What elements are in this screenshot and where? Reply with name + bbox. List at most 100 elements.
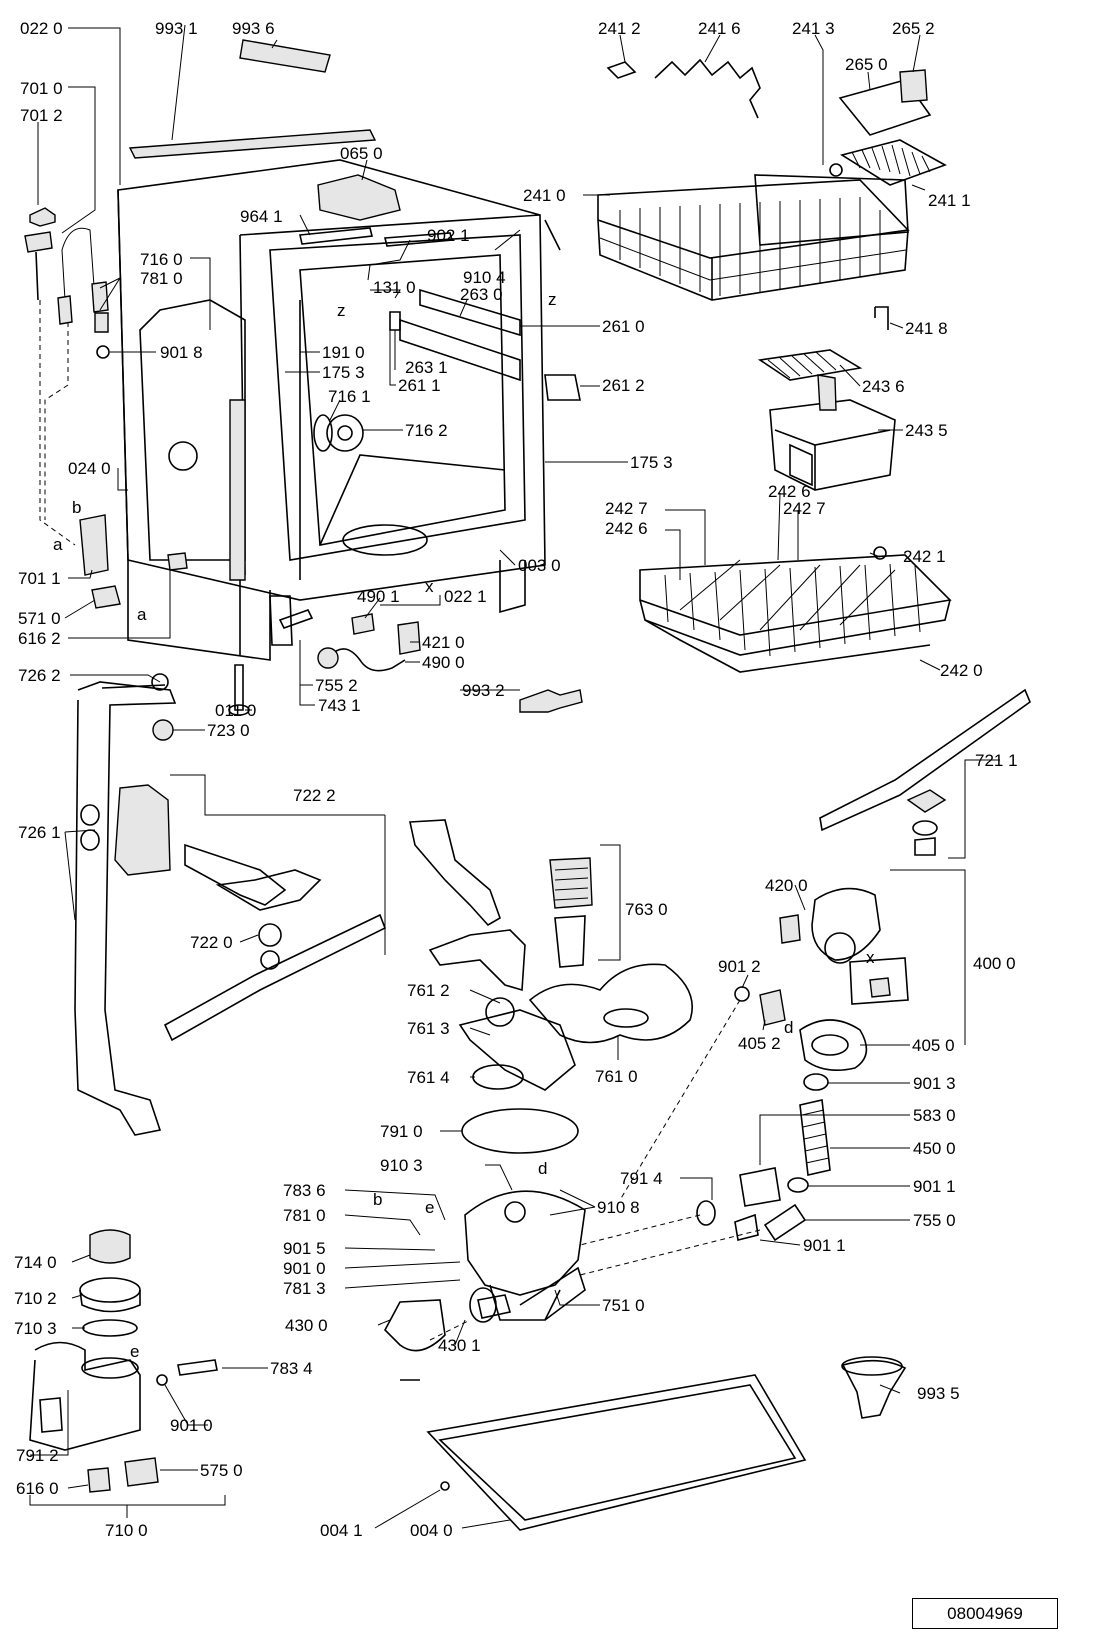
part-label: 901 3 <box>913 1074 956 1093</box>
part-label: 751 0 <box>602 1296 645 1315</box>
part-label: 755 2 <box>315 676 358 695</box>
part-label: 701 2 <box>20 106 63 125</box>
part-label: 241 2 <box>598 19 641 38</box>
part-label: 721 1 <box>975 751 1018 770</box>
part-label: 901 0 <box>283 1259 326 1278</box>
part-label: 993 5 <box>917 1384 960 1403</box>
part-label: 901 8 <box>160 343 203 362</box>
part-label: 022 0 <box>20 19 63 38</box>
part-label: 716 0 <box>140 250 183 269</box>
part-label: 755 0 <box>913 1211 956 1230</box>
cutlery-basket-drawing <box>757 349 896 491</box>
part-label: 241 6 <box>698 19 741 38</box>
part-label: 265 0 <box>845 55 888 74</box>
upper-basket-drawing <box>597 174 910 301</box>
part-label: 421 0 <box>422 633 465 652</box>
drawing-code-box: 08004969 <box>912 1598 1058 1629</box>
marker-e: e <box>130 1342 139 1361</box>
part-label: 901 5 <box>283 1239 326 1258</box>
part-label: 710 0 <box>105 1521 148 1540</box>
part-label: 575 0 <box>200 1461 243 1480</box>
part-label: 241 3 <box>792 19 835 38</box>
cabinet-tub-drawing <box>117 159 561 661</box>
part-label: 901 2 <box>718 957 761 976</box>
part-label: 902 1 <box>427 226 470 245</box>
part-label: 242 7 <box>783 499 826 518</box>
part-label: 263 1 <box>405 358 448 377</box>
marker-d: d <box>538 1159 547 1178</box>
part-label: 781 0 <box>283 1206 326 1225</box>
part-label: 761 2 <box>407 981 450 1000</box>
part-label: 243 6 <box>862 377 905 396</box>
part-label: 242 6 <box>605 519 648 538</box>
part-label: 265 2 <box>892 19 935 38</box>
marker-d: d <box>784 1018 793 1037</box>
part-label: 131 0 <box>373 278 416 297</box>
marker-b: b <box>72 498 81 517</box>
part-label: 420 0 <box>765 876 808 895</box>
part-label: 726 1 <box>18 823 61 842</box>
part-label: 616 2 <box>18 629 61 648</box>
part-label: 701 0 <box>20 79 63 98</box>
marker-a: a <box>137 605 147 624</box>
part-label: 783 6 <box>283 1181 326 1200</box>
part-label: 175 3 <box>630 453 673 472</box>
base-hardware-drawing <box>269 595 583 713</box>
leader-lines <box>29 24 1000 1529</box>
part-label: 490 1 <box>357 587 400 606</box>
part-label: 242 0 <box>940 661 983 680</box>
marker-b: b <box>373 1190 382 1209</box>
base-plate-drawing <box>426 1356 907 1531</box>
part-label: 743 1 <box>318 696 361 715</box>
part-label: 716 2 <box>405 421 448 440</box>
part-label: 261 0 <box>602 317 645 336</box>
part-label: 761 3 <box>407 1019 450 1038</box>
part-label: 910 3 <box>380 1156 423 1175</box>
part-label: 723 0 <box>207 721 250 740</box>
part-label: 175 3 <box>322 363 365 382</box>
part-label: 901 0 <box>170 1416 213 1435</box>
sump-filter-drawing <box>409 819 694 1321</box>
part-label: 761 0 <box>595 1067 638 1086</box>
part-label: 004 0 <box>410 1521 453 1540</box>
part-label: 781 0 <box>140 269 183 288</box>
marker-a: a <box>53 535 63 554</box>
salt-container-drawing <box>29 1229 497 1493</box>
marker-x: x <box>866 948 875 967</box>
part-label: 761 4 <box>407 1068 450 1087</box>
part-label: 993 1 <box>155 19 198 38</box>
part-label: 263 0 <box>460 285 503 304</box>
part-label: 242 1 <box>903 547 946 566</box>
part-label: 450 0 <box>913 1139 956 1158</box>
spray-arm-drawing <box>74 673 1031 1136</box>
part-label: 710 3 <box>14 1319 57 1338</box>
part-label: 011 0 <box>215 701 256 720</box>
part-label: 024 0 <box>68 459 111 478</box>
part-label: 571 0 <box>18 609 61 628</box>
part-label: 714 0 <box>14 1253 57 1272</box>
basket-accessories-drawing <box>606 58 947 330</box>
marker-x: x <box>425 577 434 596</box>
letter-markers: b a a x z z x d d b e e <box>53 290 875 1361</box>
part-label: 722 2 <box>293 786 336 805</box>
part-label: 791 2 <box>16 1446 59 1465</box>
part-label: 763 0 <box>625 900 668 919</box>
part-label: 400 0 <box>973 954 1016 973</box>
part-label: 783 4 <box>270 1359 313 1378</box>
part-label: 716 1 <box>328 387 371 406</box>
part-label: 726 2 <box>18 666 61 685</box>
part-label: 901 1 <box>803 1236 846 1255</box>
part-label: 901 1 <box>913 1177 956 1196</box>
part-label: 242 7 <box>605 499 648 518</box>
part-label: 490 0 <box>422 653 465 672</box>
part-label: 722 0 <box>190 933 233 952</box>
marker-z: z <box>337 301 346 320</box>
part-label: 003 0 <box>518 556 561 575</box>
part-label: 993 6 <box>232 19 275 38</box>
part-label: 241 8 <box>905 319 948 338</box>
part-label: 430 0 <box>285 1316 328 1335</box>
part-label: 791 4 <box>620 1169 663 1188</box>
part-labels: 022 0 993 1 993 6 241 2 241 6 241 3 265 … <box>14 19 1018 1540</box>
part-label: 910 8 <box>597 1198 640 1217</box>
